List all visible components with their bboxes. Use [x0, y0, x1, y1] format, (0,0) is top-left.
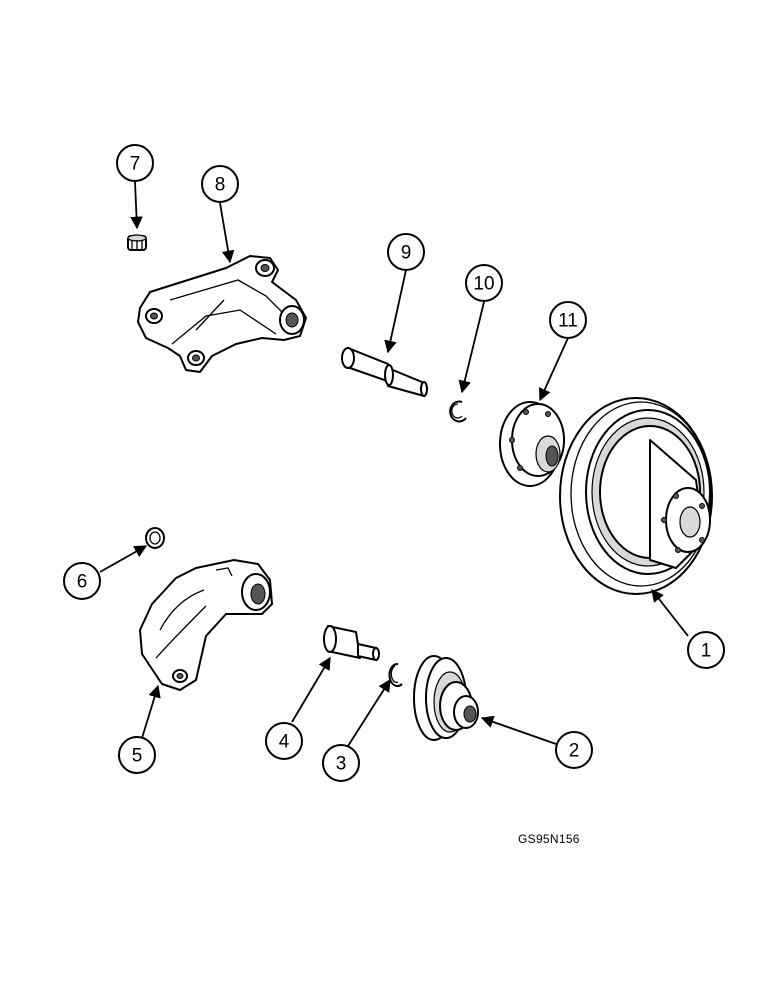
callout-11-label: 11 — [558, 311, 578, 332]
leader-2 — [480, 715, 557, 745]
part-11-hub — [499, 401, 565, 487]
callout-5: 5 — [118, 736, 156, 774]
part-6-ring — [145, 527, 165, 549]
callout-2-label: 2 — [569, 741, 580, 762]
part-8-upper-bracket — [137, 255, 307, 373]
callout-6-label: 6 — [77, 572, 88, 593]
figure-code: GS95N156 — [518, 832, 580, 846]
callout-7-label: 7 — [130, 154, 141, 175]
callout-9: 9 — [387, 233, 425, 271]
callout-7: 7 — [116, 144, 154, 182]
callout-3: 3 — [322, 744, 360, 782]
part-10-snap-ring — [449, 400, 467, 423]
leader-11 — [538, 337, 569, 402]
callout-8: 8 — [201, 165, 239, 203]
leader-7 — [130, 181, 143, 230]
callout-4-label: 4 — [279, 732, 290, 753]
leader-1 — [651, 589, 689, 637]
part-2-small-pulley — [413, 655, 479, 741]
leader-8 — [219, 202, 235, 264]
part-7-plug — [127, 234, 147, 251]
part-4-pin — [323, 625, 380, 661]
callout-6: 6 — [63, 562, 101, 600]
part-1-large-pulley — [559, 397, 713, 595]
leader-4 — [291, 656, 331, 723]
leader-10 — [458, 301, 485, 394]
callout-8-label: 8 — [215, 175, 226, 196]
callout-5-label: 5 — [132, 746, 143, 767]
callout-10: 10 — [465, 264, 503, 302]
callout-1: 1 — [687, 631, 725, 669]
callout-1-label: 1 — [701, 641, 712, 662]
part-9-pivot-pin — [341, 347, 428, 397]
leader-9 — [384, 269, 407, 354]
part-3-snap-ring — [388, 662, 403, 687]
leader-3 — [347, 678, 391, 747]
callout-11: 11 — [549, 301, 587, 339]
leader-lines — [99, 181, 689, 747]
callout-10-label: 10 — [473, 274, 494, 295]
leader-6 — [99, 545, 148, 573]
callout-9-label: 9 — [401, 243, 412, 264]
leader-5 — [141, 684, 161, 739]
callout-2: 2 — [555, 731, 593, 769]
part-5-lower-bracket — [139, 559, 273, 691]
callout-4: 4 — [265, 722, 303, 760]
callout-3-label: 3 — [336, 754, 347, 775]
